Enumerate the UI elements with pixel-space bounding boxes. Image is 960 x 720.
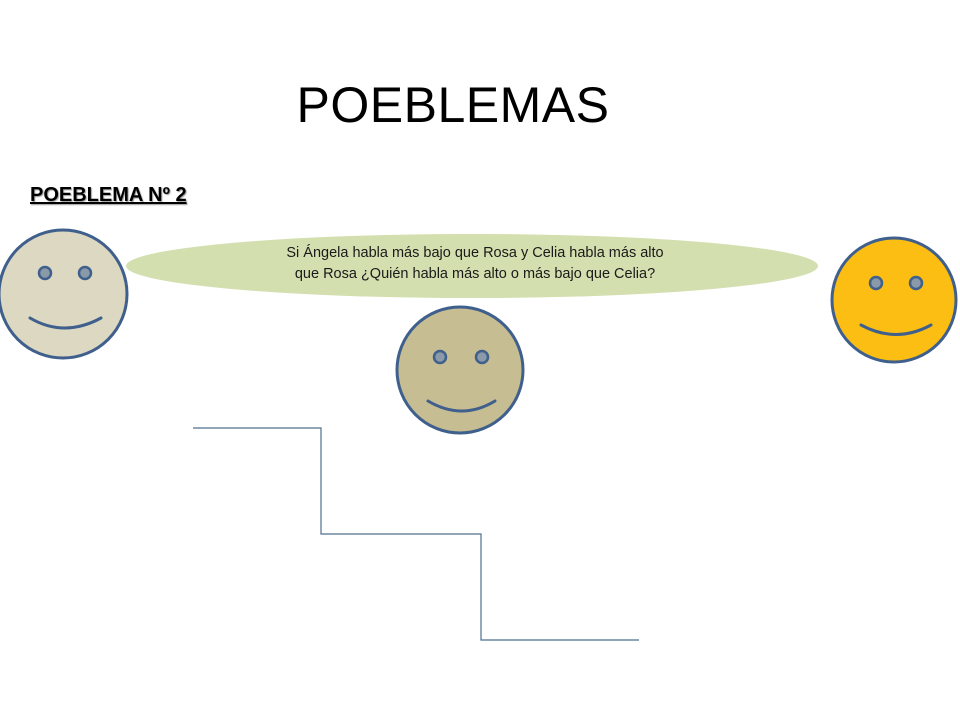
question-line-2: que Rosa ¿Quién habla más alto o más baj… [294, 266, 656, 282]
face-middle-icon [395, 305, 525, 435]
question-line-1: Si Ángela habla más bajo que Rosa y Celi… [286, 245, 664, 261]
face-right-icon [830, 236, 958, 364]
speech-bubble-text: Si Ángela habla más bajo que Rosa y Celi… [200, 243, 750, 285]
page-title: POEBLEMAS [296, 77, 610, 133]
face-left-icon [0, 228, 129, 360]
stairs-line [193, 427, 639, 641]
problem-heading: POEBLEMA Nº 2 [30, 184, 187, 206]
speech-bubble [126, 234, 818, 298]
